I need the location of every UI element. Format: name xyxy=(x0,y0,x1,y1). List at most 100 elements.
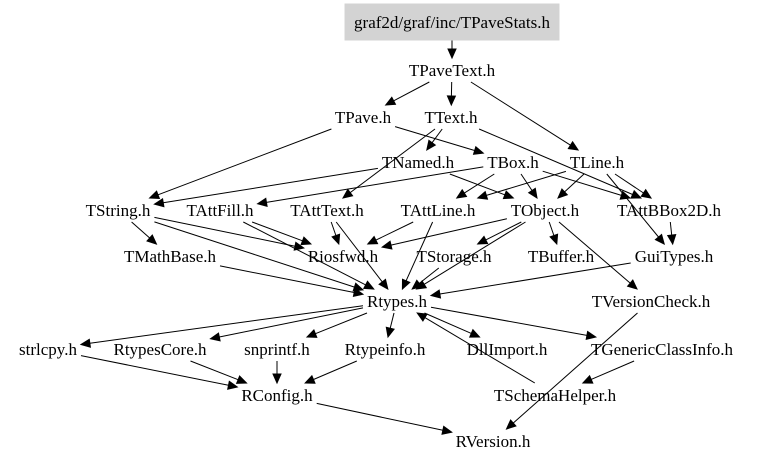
edge-tobject-to-tversioncheck xyxy=(558,221,631,284)
node-ttext[interactable]: TText.h xyxy=(424,108,478,127)
edge-ttext-to-tattbbox2d xyxy=(478,128,633,195)
node-tstring[interactable]: TString.h xyxy=(86,201,151,220)
arrowhead-tattline-to-rtypes xyxy=(401,278,411,291)
edge-tbox-to-tattbbox2d xyxy=(542,170,622,196)
edge-tline-to-tattbbox2d xyxy=(614,173,644,194)
arrowhead-tschemahelper-to-rtypes xyxy=(416,312,428,322)
arrowhead-tpave-to-tstring xyxy=(148,190,161,200)
arrowhead-tattfill-to-rtypes xyxy=(363,280,375,290)
arrowhead-tline-to-tattbbox2d xyxy=(640,188,653,199)
root-node-box[interactable] xyxy=(344,3,560,41)
arrowhead-tobject-to-riosfwd xyxy=(380,240,393,250)
node-snprintf[interactable]: snprintf.h xyxy=(244,340,310,359)
arrowhead-tnamed-to-tobject xyxy=(502,190,515,200)
node-tpave[interactable]: TPave.h xyxy=(335,108,392,127)
node-tattbbox2d[interactable]: TAttBBox2D.h xyxy=(617,201,721,220)
node-rtypescore[interactable]: RtypesCore.h xyxy=(113,340,207,359)
node-strlcpy[interactable]: strlcpy.h xyxy=(19,340,77,359)
node-rtypes[interactable]: Rtypes.h xyxy=(367,292,427,311)
edge-rconfig-to-rversion xyxy=(316,402,444,431)
node-tatttext[interactable]: TAttText.h xyxy=(290,201,364,220)
edge-rtypes-to-rtypeinfo xyxy=(389,312,395,329)
arrowhead-tatttext-to-rtypes xyxy=(378,278,389,290)
arrowhead-tbox-to-tattfill xyxy=(256,197,268,207)
edge-tobject-to-tstorage xyxy=(485,221,522,241)
edge-tattbbox2d-to-guitypes xyxy=(669,221,673,236)
node-tattfill[interactable]: TAttFill.h xyxy=(186,201,254,220)
arrowhead-tstring-to-riosfwd xyxy=(293,241,306,251)
node-tstorage[interactable]: TStorage.h xyxy=(416,247,492,266)
edge-rtypescore-to-rconfig xyxy=(190,360,239,381)
arrowhead-tattbbox2d-to-guitypes xyxy=(666,234,677,246)
arrowhead-ttext-to-tnamed xyxy=(426,139,437,151)
node-tnamed[interactable]: TNamed.h xyxy=(382,153,455,172)
node-guitypes[interactable]: GuiTypes.h xyxy=(635,247,714,266)
edge-tobject-to-tbuffer xyxy=(548,221,555,236)
node-tversioncheck[interactable]: TVersionCheck.h xyxy=(592,292,711,311)
arrowhead-rtypes-to-rtypeinfo xyxy=(385,326,395,339)
arrowhead-tstring-to-tmathbase xyxy=(146,234,158,245)
arrowhead-tpavetext-to-tline xyxy=(567,140,580,151)
nodes-layer: graf2d/graf/inc/TPaveStats.h TPaveText.h… xyxy=(19,3,734,451)
arrowhead-rtypeinfo-to-rconfig xyxy=(304,374,316,384)
node-tpavetext[interactable]: TPaveText.h xyxy=(409,61,496,80)
arrowhead-snprintf-to-rconfig xyxy=(272,373,282,385)
arrowhead-tattfill-to-riosfwd xyxy=(300,236,313,246)
arrowhead-tobject-to-tversioncheck xyxy=(626,279,638,290)
arrowhead-tbox-to-tattline xyxy=(455,188,468,199)
node-tmathbase[interactable]: TMathBase.h xyxy=(124,247,217,266)
node-riosfwd[interactable]: Riosfwd.h xyxy=(308,247,379,266)
node-tschemahelper[interactable]: TSchemaHelper.h xyxy=(494,386,617,405)
arrowhead-guitypes-to-rtypes xyxy=(429,289,442,299)
arrowhead-ttext-to-tatttext xyxy=(342,188,354,199)
arrowhead-tbox-to-tobject xyxy=(527,187,538,200)
edge-tpave-to-tstring xyxy=(157,128,332,196)
node-rconfig[interactable]: RConfig.h xyxy=(241,386,313,405)
node-tgenericclassinfo[interactable]: TGenericClassInfo.h xyxy=(591,340,734,359)
edge-tpavetext-to-tline xyxy=(470,81,571,146)
arrowhead-rtypes-to-snprintf xyxy=(305,328,318,338)
edge-tschemahelper-to-rtypes xyxy=(424,317,536,384)
edge-guitypes-to-rtypes xyxy=(439,262,631,295)
node-tbuffer[interactable]: TBuffer.h xyxy=(528,247,595,266)
edge-tline-to-tobject xyxy=(564,173,585,193)
edge-tstring-to-tmathbase xyxy=(131,221,151,239)
edge-rtypes-to-strlcpy xyxy=(89,305,364,344)
edge-tattfill-to-rtypes xyxy=(243,221,366,286)
edge-tattline-to-rtypes xyxy=(405,221,434,282)
edge-rtypes-to-tgenericclassinfo xyxy=(430,306,587,336)
node-rtypeinfo[interactable]: Rtypeinfo.h xyxy=(345,340,426,359)
node-tbox[interactable]: TBox.h xyxy=(487,153,539,172)
node-tobject[interactable]: TObject.h xyxy=(511,201,580,220)
edge-tpavetext-to-tpave xyxy=(393,81,430,102)
edge-tobject-to-riosfwd xyxy=(390,218,508,246)
node-tline[interactable]: TLine.h xyxy=(570,153,625,172)
arrowhead-rtypes-to-tgenericclassinfo xyxy=(585,330,598,340)
edge-tstorage-to-rtypes xyxy=(418,267,440,284)
arrowhead-tline-to-tobject xyxy=(557,188,569,199)
edge-tgenericclassinfo-to-tschemahelper xyxy=(591,360,635,380)
arrowhead-rtypes-to-strlcpy xyxy=(79,338,92,348)
edge-tnamed-to-tstring xyxy=(163,167,378,204)
arrowhead-tobject-to-tstorage xyxy=(476,235,489,245)
edges-layer xyxy=(79,34,677,435)
edge-tline-to-tattline xyxy=(486,170,567,196)
arrowhead-ttext-to-tattbbox2d xyxy=(630,189,643,199)
edge-tattfill-to-riosfwd xyxy=(251,221,303,242)
arrowhead-tpavetext-to-ttext xyxy=(446,95,457,107)
edge-tstring-to-rtypes xyxy=(154,221,355,288)
arrowhead-tline-to-guitypes xyxy=(654,233,665,245)
edge-ttext-to-tatttext xyxy=(349,128,436,193)
node-tpavestats-root[interactable]: graf2d/graf/inc/TPaveStats.h xyxy=(354,13,550,32)
arrowhead-tnamed-to-tstring xyxy=(153,197,165,208)
node-tattline[interactable]: TAttLine.h xyxy=(401,201,476,220)
arrowhead-tline-to-tattline xyxy=(476,190,489,200)
node-dllimport[interactable]: DllImport.h xyxy=(467,340,548,359)
edge-tline-to-guitypes xyxy=(606,173,659,238)
arrowhead-tgenericclassinfo-to-tschemahelper xyxy=(581,374,594,384)
node-rversion[interactable]: RVersion.h xyxy=(456,432,531,451)
edge-tmathbase-to-rtypes xyxy=(219,265,355,293)
edge-tatttext-to-riosfwd xyxy=(330,221,337,236)
edge-rtypeinfo-to-rconfig xyxy=(313,360,357,380)
arrowhead-tpave-to-tbox xyxy=(472,145,485,155)
